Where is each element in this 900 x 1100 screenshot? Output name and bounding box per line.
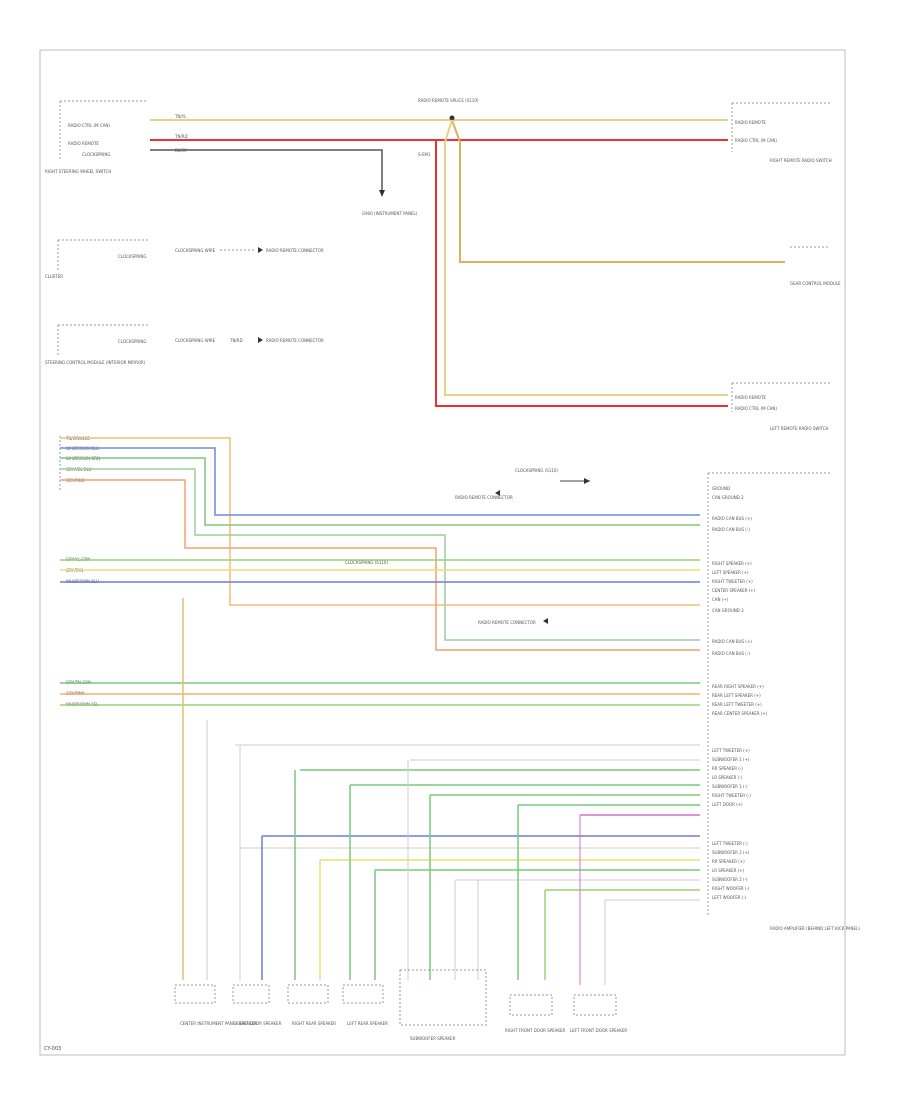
cluster-name: CLUSTER (45, 274, 63, 279)
right-remote-radio-switch: RADIO REMOTE RADIO CTRL (M CAN) RIGHT RE… (731, 102, 832, 163)
left-remote-pin-0: RADIO REMOTE (735, 395, 766, 400)
wire-tag-tn-yl: TN/YL (174, 114, 187, 119)
top-wires: TN/YL TN/RD BK/GY G900 (INSTRUMENT PANEL… (150, 114, 728, 216)
left-rear-speaker-name: LEFT REAR SPEAKER (347, 1021, 388, 1026)
speaker-connectors: CENTER INSTRUMENT PANEL SPEAKER RIGHT DO… (174, 969, 627, 1041)
left-block-connector: TN/ORANGE WH/BROWN BLU WH/BROWN GRN GRY/… (59, 436, 100, 490)
right-front-door-speaker: RIGHT FRONT DOOR SPEAKER (505, 994, 566, 1033)
left-remote-radio-switch: RADIO REMOTE RADIO CTRL (M CAN) LEFT REM… (731, 382, 830, 431)
amp-pin-13: CAN GROUND 3 (712, 608, 744, 613)
amp-pin-32: RIGHT TWEETER (-) (712, 793, 751, 798)
amp-pin-30: LR SPEAKER (-) (712, 775, 743, 780)
center-ip-speaker: CENTER INSTRUMENT PANEL SPEAKER (174, 984, 257, 1026)
right-door-speaker-name: RIGHT DOOR SPEAKER (236, 1021, 282, 1026)
steering-module-connector: CLOCKSPRING CLOCKSPRING WIRE TN/RD RADIO… (45, 324, 324, 365)
left-rear-speaker: LEFT REAR SPEAKER (342, 984, 388, 1026)
right-remote-pin-0: RADIO REMOTE (735, 120, 766, 125)
amp-pin-23: REAR CENTER SPEAKER (+) (712, 711, 768, 716)
amp-pin-4: RADIO CAN BUS (-) (712, 527, 750, 532)
amp-feed-label: CLOCKSPRING (S110) (515, 468, 558, 473)
steering-name: STEERING CONTROL MODULE (INTERIOR MIRROR… (45, 360, 146, 365)
right-front-door-speaker-name: RIGHT FRONT DOOR SPEAKER (505, 1028, 566, 1033)
amp-pin-35: LEFT TWEETER (-) (712, 841, 748, 846)
cluster-wire: CLOCKSPRING WIRE (175, 248, 216, 253)
cluster-pin: CLOCKSPRING (118, 254, 146, 259)
amp-pin-20: REAR RIGHT SPEAKER (+) (712, 684, 764, 689)
steering-extra: TN/RD (229, 338, 243, 343)
center-ip-speaker-name: CENTER INSTRUMENT PANEL SPEAKER (180, 1021, 257, 1026)
steering-ref: RADIO REMOTE CONNECTOR (266, 338, 324, 343)
amp-pin-8: RIGHT SPEAKER (+) (712, 561, 752, 566)
right-door-speaker: RIGHT DOOR SPEAKER (232, 984, 282, 1026)
gear-control-module: GEAR CONTROL MODULE (790, 246, 841, 286)
amp-pin-10: RIGHT TWEETER (+) (712, 579, 753, 584)
amp-power-feed: CLOCKSPRING (S110) RADIO REMOTE CONNECTO… (455, 468, 590, 625)
amp-pin-9: LEFT SPEAKER (+) (712, 570, 749, 575)
amp-pin-38: LR SPEAKER (+) (712, 868, 745, 873)
amp-name: RADIO AMPLIFIER (BEHIND LEFT KICK PANEL) (770, 926, 860, 931)
amp-pin-37: RR SPEAKER (+) (712, 859, 745, 864)
amp-pin-16: RADIO CAN BUS (-) (712, 651, 750, 656)
amp-pin-31: SUBWOOFER 1 (-) (712, 784, 748, 789)
cluster-ref: RADIO REMOTE CONNECTOR (266, 248, 324, 253)
right-remote-name: RIGHT REMOTE RADIO SWITCH (770, 158, 832, 163)
amp-pin-28: SUBWOOFER 1 (+) (712, 757, 750, 762)
subwoofer-speaker: SUBWOOFER SPEAKER (399, 969, 487, 1041)
right-rear-speaker-name: RIGHT REAR SPEAKER (292, 1021, 336, 1026)
radio-top-left-connector: RADIO CTRL (M CAN) RADIO REMOTE CLOCKSPR… (45, 100, 148, 174)
amp-pin-27: LEFT TWEETER (+) (712, 748, 750, 753)
amp-pin-1: CAN GROUND 2 (712, 495, 744, 500)
left-front-door-speaker-name: LEFT FRONT DOOR SPEAKER (570, 1028, 627, 1033)
wire-tag-bk-gy: BK/GY (175, 148, 188, 153)
amp-pin-3: RADIO CAN BUS (+) (712, 516, 752, 521)
amp-pin-40: RIGHT WOOFER (-) (712, 886, 750, 891)
wire-tag-tn-rd: TN/RD (174, 134, 188, 139)
steering-wire: CLOCKSPRING WIRE (175, 338, 216, 343)
splice-tag: S-EM1 (418, 152, 431, 157)
gear-module-name: GEAR CONTROL MODULE (790, 281, 841, 286)
amp-pin-29: RR SPEAKER (-) (712, 766, 743, 771)
left-front-door-speaker: LEFT FRONT DOOR SPEAKER (570, 994, 627, 1033)
amp-pin-21: REAR LEFT SPEAKER (+) (712, 693, 761, 698)
splice-label: RADIO REMOTE SPLICE (S110) (418, 98, 479, 103)
amp-pin-33: LEFT DOOR (+) (712, 802, 743, 807)
radio-pin-1: RADIO REMOTE (68, 141, 99, 146)
main-harness-wires (60, 437, 700, 901)
amp-pin-39: SUBWOOFER 2 (-) (712, 877, 748, 882)
amp-pin-12: CAN (+) (712, 597, 729, 602)
footer-code: CY-003 (44, 1046, 61, 1052)
diagram-frame (39, 49, 846, 1056)
right-rear-speaker: RIGHT REAR SPEAKER (287, 984, 336, 1026)
radio-pin-2: CLOCKSPRING (82, 152, 110, 157)
amp-pin-22: REAR LEFT TWEETER (+) (712, 702, 762, 707)
amp-pin-36: SUBWOOFER 2 (+) (712, 850, 750, 855)
cluster-connector: CLOCKSPRING CLOCKSPRING WIRE RADIO REMOT… (45, 239, 324, 279)
left-remote-name: LEFT REMOTE RADIO SWITCH (770, 426, 829, 431)
amp-pin-0: GROUND (712, 486, 730, 491)
amplifier: GROUND CAN GROUND 2 RADIO CAN BUS (+) RA… (707, 472, 860, 931)
radio-name: RIGHT STEERING WHEEL SWITCH (45, 169, 111, 174)
amp-pin-15: RADIO CAN BUS (+) (712, 639, 752, 644)
right-remote-pin-1: RADIO CTRL (M CAN) (735, 138, 777, 143)
ground-label: G900 (INSTRUMENT PANEL) (362, 211, 418, 216)
subwoofer-speaker-name: SUBWOOFER SPEAKER (410, 1036, 456, 1041)
mid-splice: CLOCKSPRING (S110) (345, 560, 388, 565)
amp-pin-11: CENTER SPEAKER (+) (712, 588, 756, 593)
splice-feed: RADIO REMOTE SPLICE (S110) S-EM1 (418, 98, 785, 407)
left-remote-pin-1: RADIO CTRL (M CAN) (735, 406, 777, 411)
speaker-drops (182, 598, 606, 985)
amp-pin-41: LEFT WOOFER (-) (712, 895, 747, 900)
mid-splice-label: CLOCKSPRING (S110) (345, 560, 388, 565)
amp-feed-ref-2: RADIO REMOTE CONNECTOR (478, 620, 536, 625)
radio-pin-0: RADIO CTRL (M CAN) (68, 123, 110, 128)
amp-feed-ref: RADIO REMOTE CONNECTOR (455, 495, 513, 500)
steering-pin: CLOCKSPRING (118, 339, 146, 344)
